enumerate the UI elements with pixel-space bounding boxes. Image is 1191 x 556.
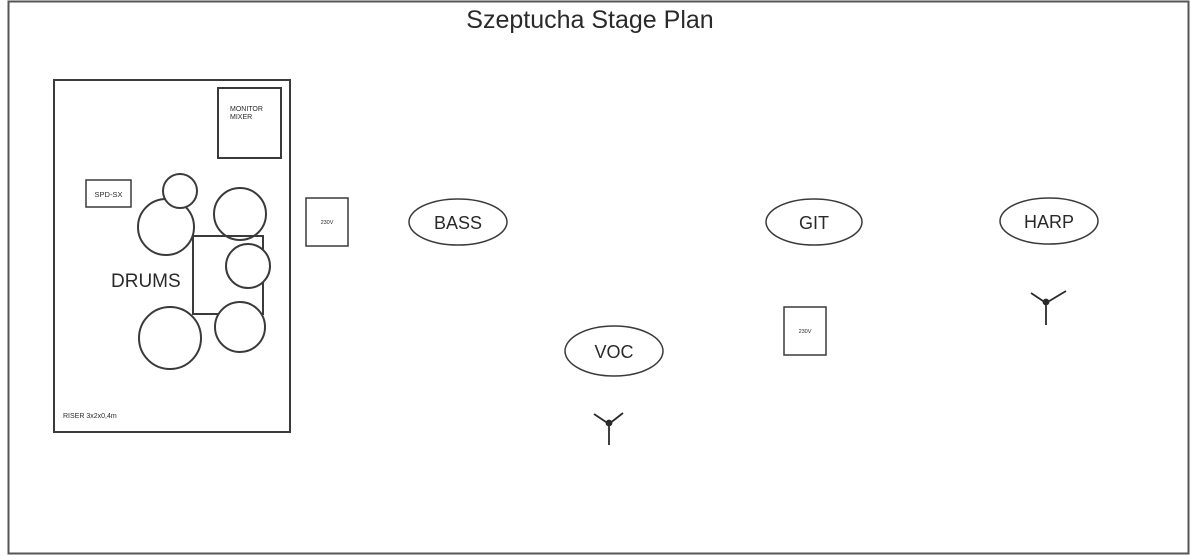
spd-sx-pad: SPD-SX: [85, 179, 132, 208]
power-outlet-git: 230V: [783, 306, 827, 356]
harp-mic-stand-icon: [1030, 290, 1067, 325]
page-title: Szeptucha Stage Plan: [466, 6, 713, 34]
monitor-mixer-label-line1: MONITOR: [230, 106, 263, 113]
drum-floor-tom-left: [138, 306, 202, 370]
power-outlet-drums: 230V: [305, 197, 349, 247]
position-bass: BASS: [408, 198, 508, 246]
drum-tom-right: [213, 187, 267, 241]
stage-border: [7, 0, 1190, 555]
position-harp: HARP: [999, 197, 1099, 245]
riser-label: RISER 3x2x0,4m: [63, 413, 117, 420]
drum-crash: [162, 173, 198, 209]
monitor-mixer-label-line2: MIXER: [230, 114, 252, 121]
spd-sx-label: SPD-SX: [95, 190, 123, 199]
git-label: GIT: [799, 213, 829, 233]
drum-kit: [137, 173, 271, 370]
drum-riser: RISER 3x2x0,4m: [53, 79, 291, 433]
power-outlet-label: 230V: [799, 329, 812, 335]
position-git: GIT: [765, 198, 863, 246]
monitor-mixer: MONITOR MIXER: [217, 87, 282, 159]
bass-label: BASS: [434, 213, 482, 233]
position-voc: VOC: [564, 325, 664, 377]
drums-label: DRUMS: [111, 271, 181, 292]
drum-snare: [225, 243, 271, 289]
drum-floor-tom-right: [214, 301, 266, 353]
harp-label: HARP: [1024, 212, 1074, 232]
power-outlet-label: 230V: [321, 220, 334, 226]
voc-label: VOC: [594, 342, 633, 362]
vocal-mic-stand-icon: [593, 412, 624, 445]
